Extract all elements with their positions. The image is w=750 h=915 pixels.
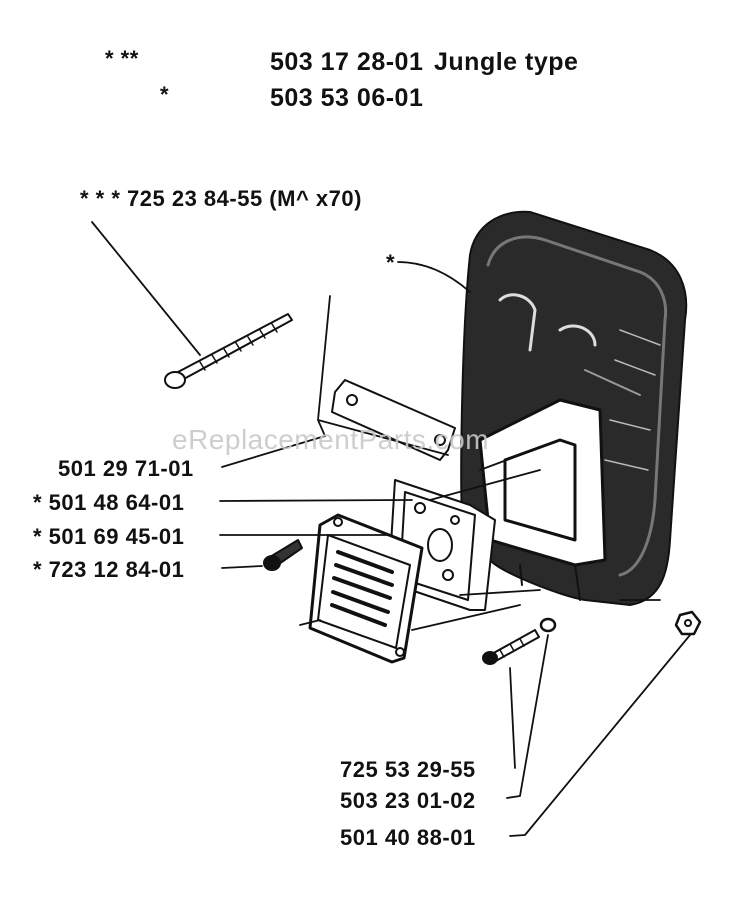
- watermark: eReplacementParts.com: [172, 424, 490, 455]
- header-part-number-2: 503 53 06-01: [270, 84, 424, 112]
- header-stars: * **: [105, 46, 139, 71]
- washer: [539, 617, 557, 633]
- callout-gasket-2: * 501 69 45-01: [33, 524, 185, 549]
- muffler-cover: [460, 210, 688, 606]
- header-star: *: [160, 82, 170, 107]
- callout-plate: 501 29 71-01: [58, 456, 194, 481]
- small-bolt: [482, 629, 540, 665]
- leader-lines: [91, 221, 691, 837]
- screw: [263, 539, 303, 571]
- grille-screen: [308, 513, 424, 664]
- header-part-number: 503 17 28-01: [270, 48, 424, 76]
- callout-small-bolt: 725 53 29-55: [340, 757, 476, 782]
- callout-screw: * 723 12 84-01: [33, 557, 185, 582]
- long-bolt: [164, 313, 293, 389]
- callout-long-bolt: * * * 725 23 84-55 (M^ x70): [80, 186, 362, 211]
- callout-cover-star: *: [386, 250, 396, 275]
- plate-hole: [434, 434, 446, 446]
- header-note: Jungle type: [434, 48, 579, 76]
- callout-nut: 501 40 88-01: [340, 825, 476, 850]
- nut: [674, 610, 702, 636]
- callout-gasket-1: * 501 48 64-01: [33, 490, 185, 515]
- bracket-plate: [331, 379, 456, 461]
- plate-hole: [346, 394, 358, 406]
- callout-washer: 503 23 01-02: [340, 788, 476, 813]
